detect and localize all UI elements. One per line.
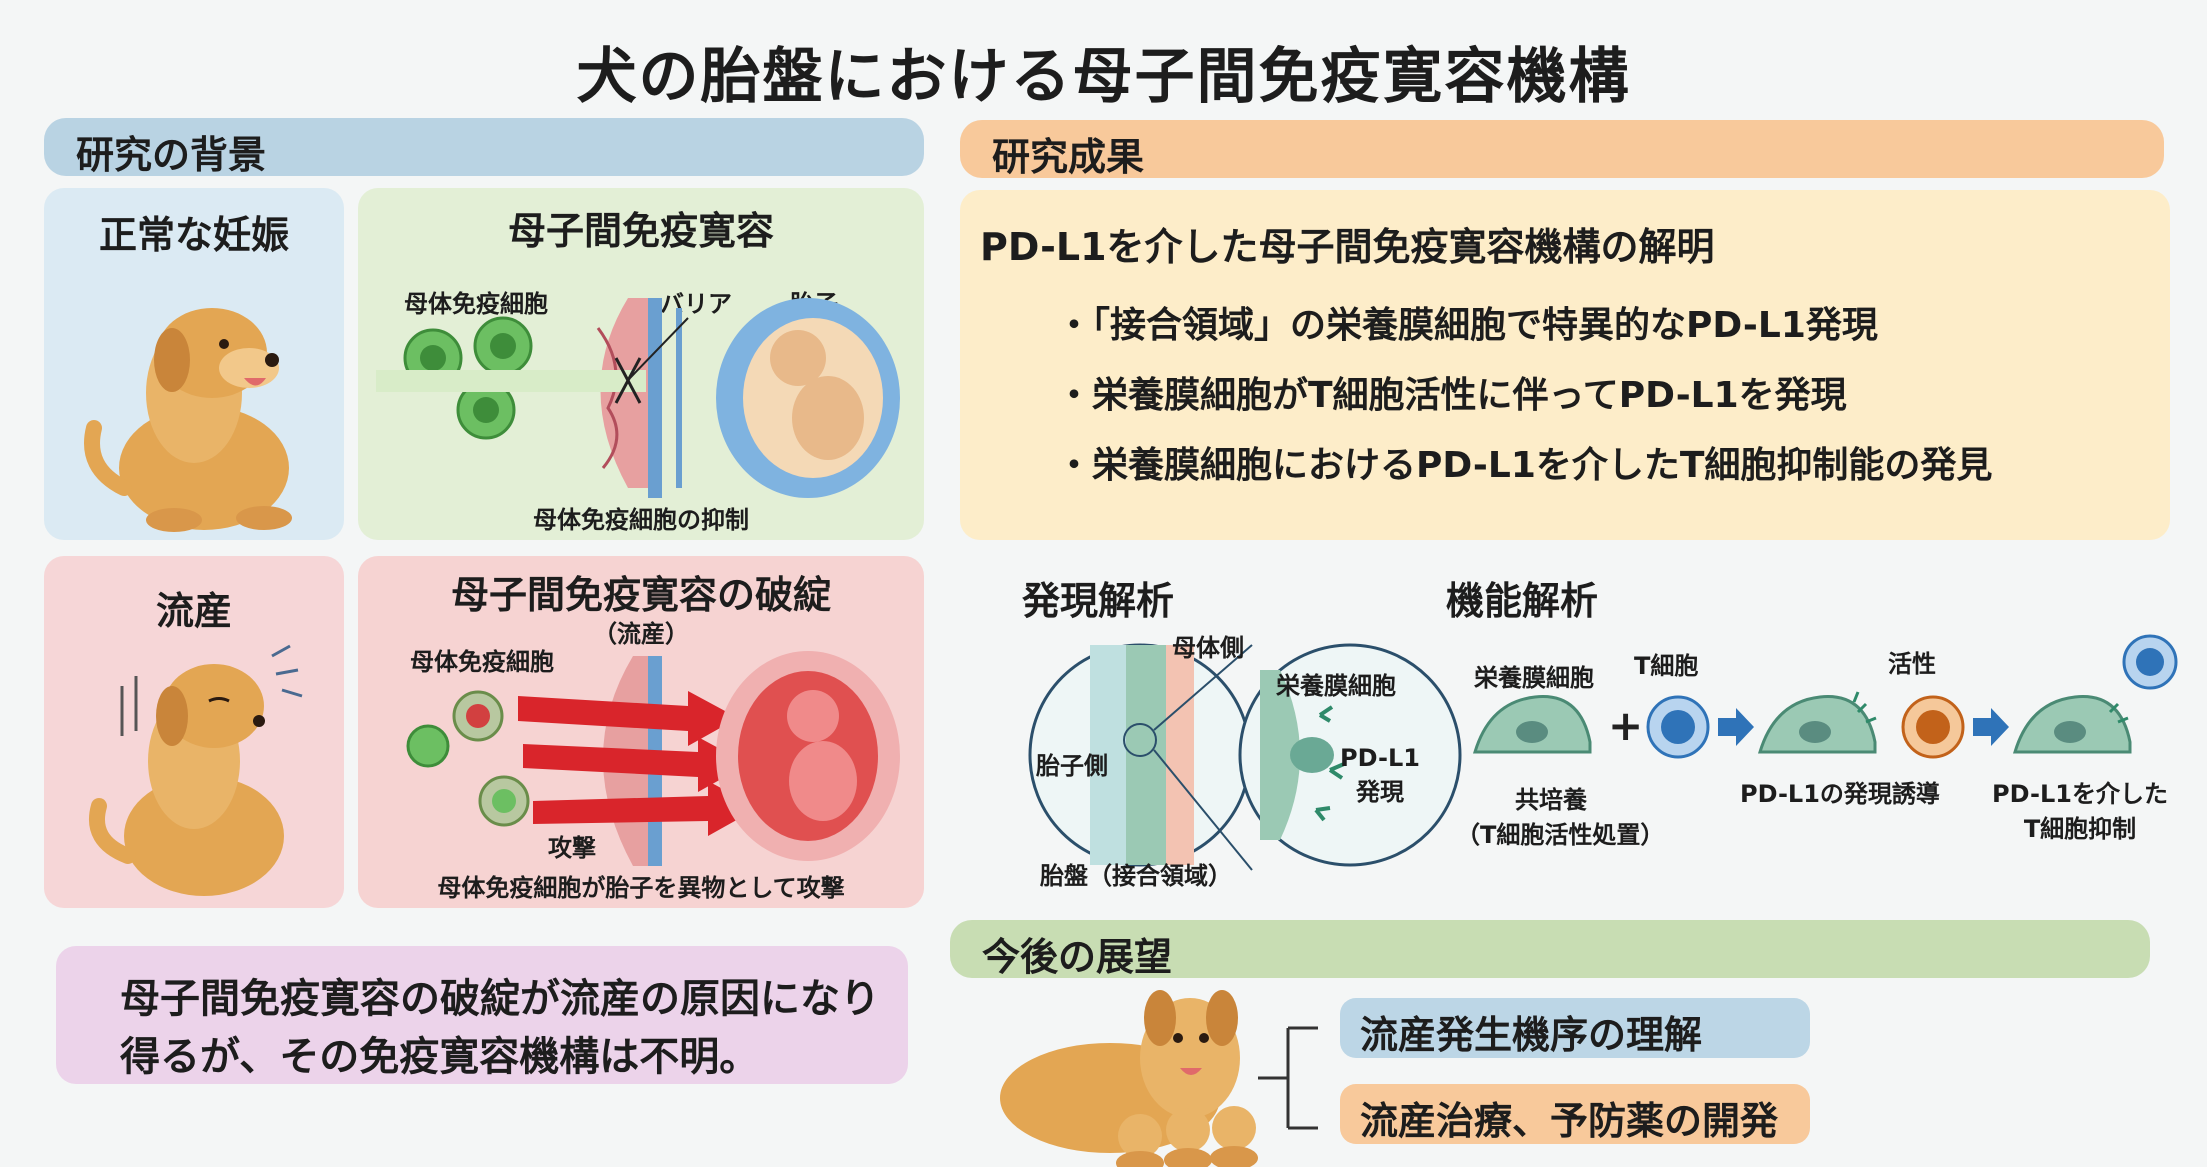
placenta-diagram	[1028, 643, 1462, 871]
activated-tcell-icon	[1901, 695, 1965, 759]
svg-text:+: +	[1608, 701, 1643, 750]
inhibit-line-2: T細胞抑制	[2023, 815, 2137, 843]
breakdown-subtitle: （流産）	[593, 620, 689, 648]
function-tcell-label: T細胞	[1634, 652, 1699, 680]
attack-arrow-icon	[518, 691, 758, 836]
tolerance-illustration	[376, 298, 900, 498]
happy-dog-icon	[84, 308, 292, 532]
results-headline: PD-L1を介した母子間免疫寛容機構の解明	[980, 225, 1715, 269]
arrow-icon-2	[1973, 708, 2009, 746]
normal-pregnancy-panel: 正常な妊娠	[44, 188, 344, 540]
outlook-item-2: 流産治療、予防薬の開発	[1340, 1084, 1810, 1144]
expression-trophoblast-label: 栄養膜細胞	[1276, 672, 1396, 700]
miscarriage-panel: 流産	[44, 556, 344, 908]
breakdown-maternal-label: 母体免疫細胞	[410, 648, 554, 676]
expression-pdl1-label: PD-L1 発現	[1330, 744, 1430, 807]
outlook-item-1: 流産発生機序の理解	[1340, 998, 1810, 1058]
pd-l1-receptor-icon	[1314, 705, 1345, 822]
results-header: 研究成果	[960, 120, 2164, 179]
results-bullet-1: ・「接合領域」の栄養膜細胞で特異的なPD-L1発現	[1056, 305, 1878, 346]
tolerance-maternal-label: 母体免疫細胞	[404, 290, 548, 318]
attack-label: 攻撃	[548, 834, 596, 862]
barrier-label: バリア	[660, 290, 732, 318]
expression-title: 発現解析	[1022, 579, 1175, 623]
breakdown-caption: 母体免疫細胞が胎子を異物として攻撃	[437, 874, 845, 902]
function-trophoblast-label: 栄養膜細胞	[1474, 664, 1594, 692]
activation-label: 活性	[1888, 650, 1936, 678]
inhibit-line-1: PD-L1を介した	[1992, 780, 2168, 808]
background-header: 研究の背景	[44, 118, 924, 177]
inhibit-label: PD-L1を介した T細胞抑制	[1980, 774, 2180, 844]
pdl1-line-2: 発現	[1356, 778, 1404, 806]
maternal-side-label: 母体側	[1172, 634, 1244, 662]
tolerance-title: 母子間免疫寛容	[507, 209, 774, 253]
breakdown-panel: 母子間免疫寛容の破綻 （流産） 母体免疫細胞 攻撃 母体免疫細胞が胎子を異物とし…	[358, 556, 924, 908]
dog-family-icon	[1000, 990, 1258, 1167]
results-panel: PD-L1を介した母子間免疫寛容機構の解明 ・「接合領域」の栄養膜細胞で特異的な…	[960, 190, 2170, 540]
outlook-bracket	[1258, 1026, 1318, 1130]
background-summary: 母子間免疫寛容の破綻が流産の原因になり得るが、その免疫寛容機構は不明。	[56, 946, 908, 1084]
breakdown-title: 母子間免疫寛容の破綻	[450, 573, 831, 617]
arrow-icon	[1718, 708, 1754, 746]
tolerance-panel: 母子間免疫寛容 母体免疫細胞 バリア 胎子 母体免疫細胞の抑制	[358, 188, 924, 540]
function-title: 機能解析	[1446, 579, 1599, 623]
function-diagram: +	[1472, 634, 2178, 759]
normal-pregnancy-title: 正常な妊娠	[98, 213, 289, 257]
pdl1-line-1: PD-L1	[1340, 744, 1420, 772]
coculture-note: （T細胞活性処置）	[1456, 821, 1665, 849]
miscarriage-title: 流産	[155, 589, 232, 633]
sad-dog-icon	[88, 644, 303, 896]
outlook-header: 今後の展望	[950, 920, 2150, 979]
results-bullet-2: ・栄養膜細胞がT細胞活性に伴ってPD-L1を発現	[1056, 375, 1847, 416]
tolerance-caption: 母体免疫細胞の抑制	[533, 506, 749, 534]
breakdown-illustration	[406, 651, 900, 866]
induction-label: PD-L1の発現誘導	[1740, 780, 1940, 808]
page-title: 犬の胎盤における母子間免疫寛容機構	[576, 42, 1631, 112]
tcell-icon	[1646, 695, 1710, 759]
coculture-text: 共培養	[1515, 786, 1587, 814]
results-bullet-3: ・栄養膜細胞におけるPD-L1を介したT細胞抑制能の発見	[1056, 445, 1993, 486]
fetal-side-label: 胎子側	[1036, 752, 1108, 780]
coculture-label: 共培養 （T細胞活性処置）	[1456, 780, 1665, 850]
inhibited-tcell-icon	[2122, 634, 2178, 690]
placenta-junction-label: 胎盤（接合領域）	[1040, 862, 1232, 890]
